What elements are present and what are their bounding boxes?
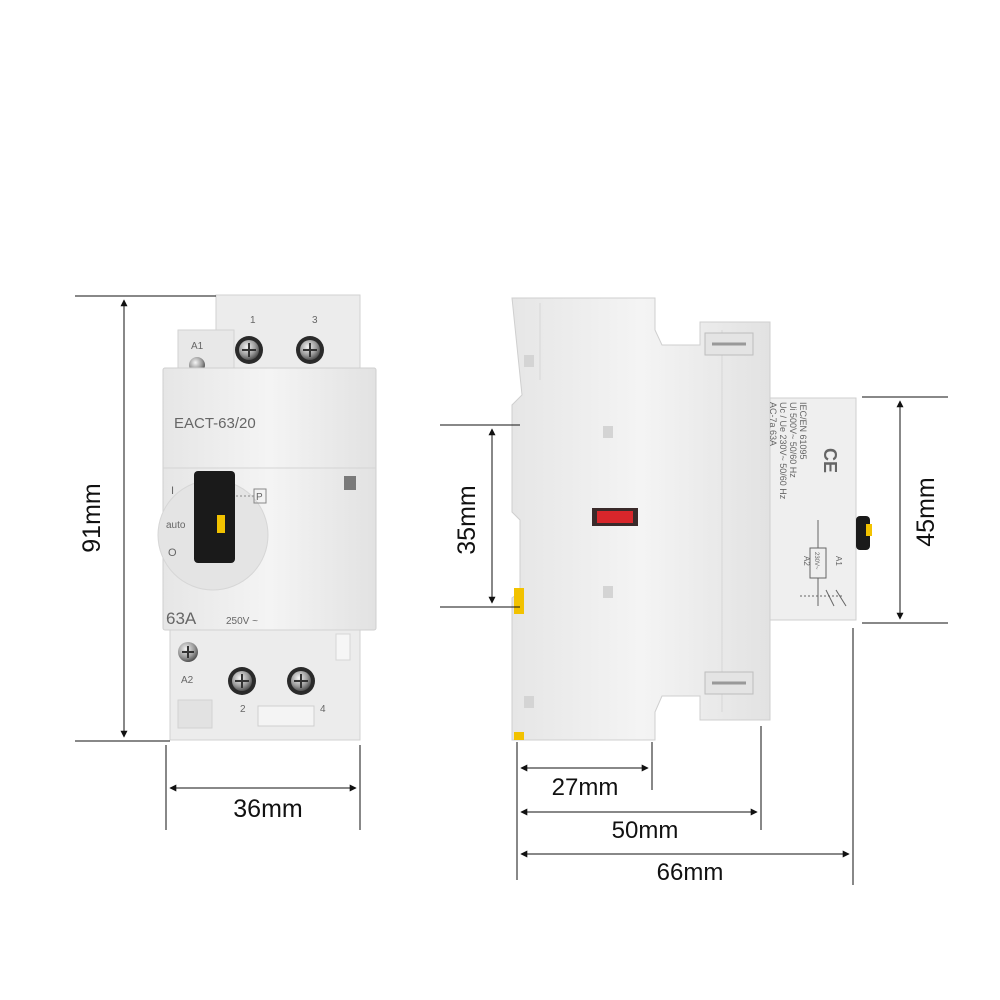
a2-foot <box>177 699 213 729</box>
terminal-1-label: 1 <box>250 315 256 326</box>
dim-label-27mm: 27mm <box>552 774 619 801</box>
side-front-cover <box>769 397 857 621</box>
screw-icon <box>287 667 315 695</box>
spec-line: Ui 500V~ 50/60 Hz <box>788 402 798 478</box>
switch-auto-label: auto <box>166 520 186 531</box>
schematic-coil-label: 230V~ <box>813 552 819 570</box>
svg-text:CE: CE <box>820 448 840 473</box>
terminal-2-label: 2 <box>240 704 246 715</box>
terminal-4-label: 4 <box>320 704 326 715</box>
spec-line: AC-7a 63A <box>768 402 778 446</box>
voltage-rating-label: 250V ~ <box>226 616 258 627</box>
schematic-a1-label: A1 <box>834 556 843 566</box>
selector-handle[interactable] <box>194 471 235 563</box>
clip-icon <box>704 332 754 356</box>
screw-icon <box>296 336 324 364</box>
dim-label-45mm: 45mm <box>912 477 940 546</box>
terminal-a1-label: A1 <box>191 341 204 352</box>
front-view: 1 3 A1 EACT-63/20 P I auto O 63A <box>157 294 377 741</box>
model-label: EACT-63/20 <box>174 415 256 432</box>
dim-label-91mm: 91mm <box>78 483 106 552</box>
dim-label-66mm: 66mm <box>657 859 724 886</box>
screw-icon <box>235 336 263 364</box>
terminal-a2-label: A2 <box>181 675 194 686</box>
side-view: IEC/EN 61095 Ui 500V~ 50/60 Hz Uc / Ue 2… <box>511 297 872 741</box>
spec-line: IEC/EN 61095 <box>798 402 808 460</box>
bottom-slot <box>257 705 315 727</box>
switch-on-label: I <box>171 485 174 497</box>
status-window <box>344 476 356 490</box>
dim-label-36mm: 36mm <box>233 795 302 823</box>
din-latch <box>514 732 524 740</box>
dim-label-50mm: 50mm <box>612 817 679 844</box>
side-notch <box>524 696 534 708</box>
screw-icon <box>228 667 256 695</box>
lock-mark-label: P <box>256 492 263 503</box>
screw-icon <box>178 642 198 662</box>
spec-text-block: IEC/EN 61095 Ui 500V~ 50/60 Hz Uc / Ue 2… <box>768 402 808 500</box>
front-dimensions <box>75 295 361 830</box>
top-terminal-block <box>215 294 361 376</box>
switch-off-label: O <box>168 547 177 559</box>
ce-mark-icon: CE <box>820 448 840 473</box>
terminal-3-label: 3 <box>312 315 318 326</box>
side-dimensions <box>440 396 948 885</box>
current-rating-label: 63A <box>166 609 197 628</box>
spec-line: Uc / Ue 230V~ 50/60 Hz <box>778 402 788 500</box>
dim-label-35mm: 35mm <box>453 485 481 554</box>
side-handle-indicator <box>866 524 872 536</box>
lock-mark-box <box>253 488 267 504</box>
schematic-a2-label: A2 <box>802 556 811 566</box>
side-notch <box>603 426 613 438</box>
wiring-schematic-icon <box>800 520 847 607</box>
handle-indicator <box>217 515 225 533</box>
side-notch <box>524 355 534 367</box>
side-notch <box>603 586 613 598</box>
bottom-tab <box>335 633 351 661</box>
side-body <box>511 297 771 741</box>
indicator-red <box>597 511 633 523</box>
clip-icon <box>704 671 754 695</box>
din-latch <box>514 588 524 614</box>
